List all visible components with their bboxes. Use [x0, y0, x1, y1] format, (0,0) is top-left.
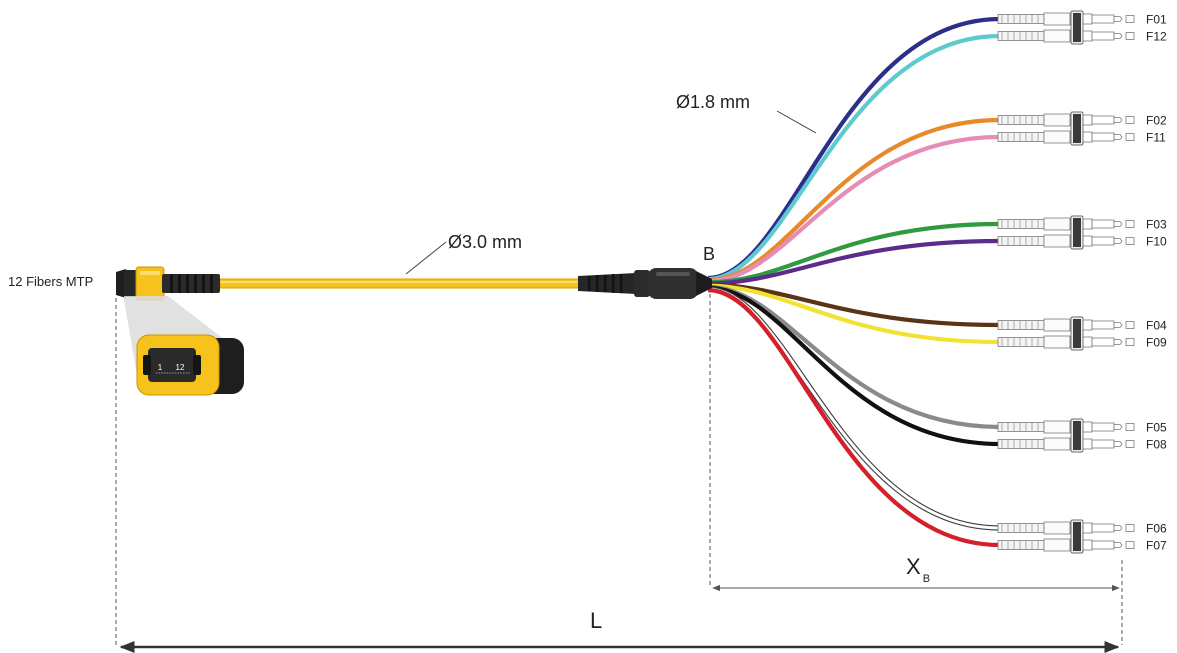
lc-duplex-clip-2	[1070, 111, 1084, 146]
lc-duplex-clip-6	[1070, 519, 1084, 554]
fiber-line-f12	[707, 33, 1001, 282]
fiber-label-f06: F06	[1146, 522, 1167, 536]
breakout-point-label: B	[703, 244, 715, 264]
fiber-label-f08: F08	[1146, 438, 1167, 452]
ferrule-pin-1-label: 1	[158, 363, 163, 372]
fiber-line-f08	[707, 285, 1001, 447]
trunk-diameter-callout: Ø3.0 mm	[405, 232, 522, 275]
fiber-label-f01: F01	[1146, 13, 1167, 27]
lc-duplex-clip-3	[1070, 215, 1084, 250]
breakout-length-main: X	[906, 554, 921, 579]
trunk-diameter-label: Ø3.0 mm	[448, 232, 522, 252]
fiber-line-f01	[707, 16, 1001, 281]
fiber-label-f10: F10	[1146, 235, 1167, 249]
lc-connector-f03: F03	[997, 218, 1167, 232]
breakout-length-subscript: B	[923, 573, 930, 585]
ferrule-closeup: 1 12	[124, 296, 244, 396]
fiber-label-f12: F12	[1146, 30, 1167, 44]
total-length-label: L	[590, 608, 602, 633]
breakout-diameter-callout: Ø1.8 mm	[676, 92, 817, 134]
fiber-line-f11	[707, 134, 1001, 284]
lc-duplex-clip-5	[1070, 418, 1084, 453]
fiber-label-f02: F02	[1146, 114, 1167, 128]
mtp-connector-label: 12 Fibers MTP	[8, 274, 93, 289]
fiber-line-f07	[707, 288, 1001, 548]
breakout-diameter-label: Ø1.8 mm	[676, 92, 750, 112]
fiber-label-f11: F11	[1146, 131, 1166, 145]
lc-duplex-clip-1	[1070, 10, 1084, 45]
lc-connector-f08: F08	[997, 438, 1167, 452]
dimension-lines	[115, 294, 1123, 653]
breakout-boot	[578, 268, 712, 299]
fiber-label-f05: F05	[1146, 421, 1167, 435]
breakout-fibers	[707, 16, 1001, 548]
fiber-line-f09	[707, 283, 1001, 345]
fiber-line-f10	[707, 238, 1001, 286]
lc-connector-f11: F11	[997, 131, 1166, 145]
fiber-label-f07: F07	[1146, 539, 1167, 553]
lc-connector-f10: F10	[997, 235, 1167, 249]
ferrule-pin-12-label: 12	[176, 363, 185, 372]
fiber-label-f09: F09	[1146, 336, 1167, 350]
lc-duplex-clip-4	[1070, 316, 1084, 351]
fiber-label-f03: F03	[1146, 218, 1167, 232]
fiber-label-f04: F04	[1146, 319, 1167, 333]
trunk-cable	[219, 278, 583, 289]
mtp-connector	[116, 266, 220, 301]
